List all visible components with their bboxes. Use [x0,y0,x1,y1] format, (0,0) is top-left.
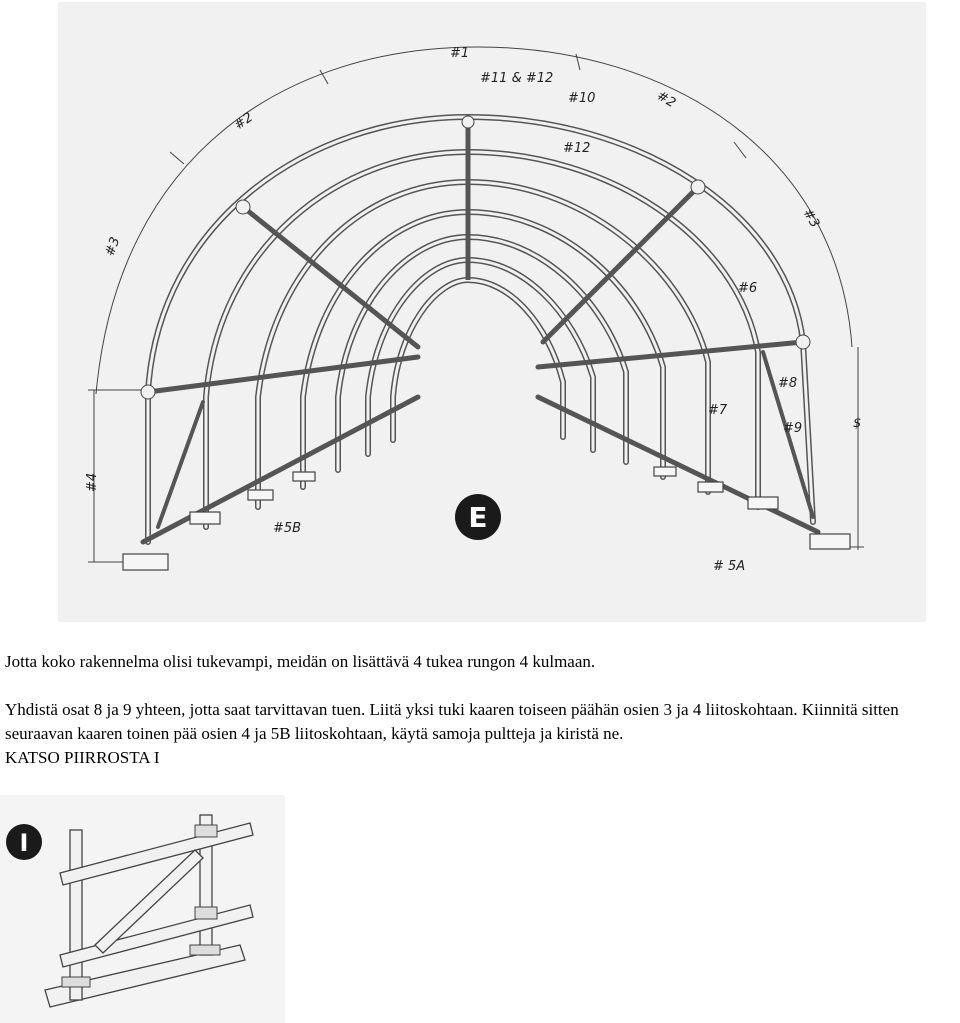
side-rail [535,394,821,535]
dimension-tick [319,69,329,85]
label-part-8: #8 [778,376,797,391]
corner-support [156,400,205,529]
brace-connector [690,179,706,195]
base-board [292,471,316,482]
brace-connector [235,199,251,215]
hoop-arch [300,208,666,490]
label-part-11-12: #11 & #12 [480,71,553,86]
base-boards [122,466,851,571]
base-board [653,466,677,477]
instruction-text: Jotta koko rakennelma olisi tukevampi, m… [5,650,955,770]
rail-connector [140,384,156,400]
diagonal-braces [240,184,701,350]
paragraph-see-figure: KATSO PIIRROSTA I [5,748,160,767]
base-board [189,511,221,525]
dimension-tick [169,151,185,165]
label-part-5a: # 5A [713,559,745,574]
base-board [122,553,169,571]
bracket [61,976,91,988]
hoop-arches [145,113,816,545]
label-dollar: $ [853,416,861,431]
hoop-arch [390,276,566,443]
label-part-2-left: #2 [232,110,256,133]
diagonal-brace [240,204,421,350]
corner-detail-drawing: I [0,795,285,1023]
base-board [697,481,724,493]
badge-e-letter: E [468,501,487,534]
label-part-9: #9 [783,421,802,436]
paragraph-steps: Yhdistä osat 8 ja 9 yhteen, jotta saat t… [5,700,899,743]
label-part-3-left: #3 [103,235,124,258]
paragraph-intro: Jotta koko rakennelma olisi tukevampi, m… [5,652,596,671]
dimension-tick [575,53,581,71]
bracket [189,944,221,956]
diagonal-brace [540,184,701,345]
base-board [809,533,851,550]
label-part-7: #7 [708,403,728,418]
side-rail [140,394,421,545]
side-rails [140,339,821,545]
label-part-6: #6 [738,281,757,296]
dimension-arc [95,46,853,395]
base-board [247,489,274,501]
badge-e [455,494,501,540]
frame-drawing: #1 #2 #2 #3 #3 #4 # 5A #5B #6 #7 #8 #9 #… [85,46,864,574]
label-part-2-right: #2 [654,88,678,111]
ridge-connector [461,115,475,129]
base-board [44,944,246,1008]
rail-connector [795,334,811,350]
label-part-1: #1 [450,46,469,61]
dimension-tick [733,141,747,159]
label-part-10: #10 [568,91,595,106]
hoop-arch [255,178,711,510]
joint [194,906,218,920]
top-rail [59,822,254,886]
label-part-4: #4 [85,473,100,492]
figure-e-frame-diagram: #1 #2 #2 #3 #3 #4 # 5A #5B #6 #7 #8 #9 #… [58,2,926,622]
side-rail [535,339,806,370]
joint [194,824,218,838]
badge-i [6,824,42,860]
vertical-post [69,829,83,1001]
corner-support [761,350,815,519]
corner-supports [156,350,815,529]
base-board [747,496,779,510]
label-part-5b: #5B [273,521,301,536]
figure-i-corner-detail: I [0,795,285,1023]
diagonal-support [94,849,204,954]
side-rail [145,354,421,395]
badge-i-letter: I [20,829,29,857]
lower-rail [59,904,254,968]
label-part-12: #12 [563,141,590,156]
